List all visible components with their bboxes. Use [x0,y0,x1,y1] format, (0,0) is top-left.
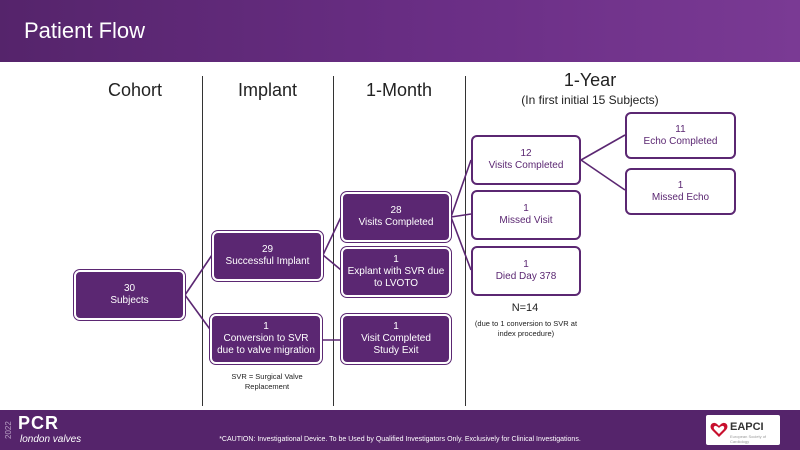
column-header-cohort: Cohort [107,80,163,100]
connector-1y-to-echo [580,134,626,161]
box-successful-implant: 29 Successful Implant [212,231,323,281]
column-header-1-month: 1-Month [365,80,433,100]
box-count: 30 [123,283,136,294]
footer-bar: 2022 PCR london valves *CAUTION: Investi… [0,410,800,450]
column-header-implant: Implant [237,80,298,100]
box-label: Visit Completed Study Exit [361,333,431,356]
box-visits-completed-1-year: 12 Visits Completed [471,135,581,185]
connector-1y-to-missed-echo [580,159,626,191]
box-died-day-378: 1 Died Day 378 [471,246,581,296]
box-count: 1 [523,203,529,214]
box-label: Subjects [110,295,149,306]
column-divider [202,76,203,406]
column-divider [333,76,334,406]
pcr-logo-subtitle: london valves [20,434,82,445]
n-count-explanation: (due to 1 conversion to SVR at index pro… [474,319,578,338]
column-header-1-year: 1-Year [563,70,617,90]
box-missed-visit: 1 Missed Visit [471,190,581,240]
box-count: 1 [263,321,269,332]
pcr-logo: PCR [18,413,60,433]
box-count: 1 [677,179,684,191]
connector-subjects-to-implant [184,254,213,296]
connector-subjects-to-conversion [184,294,213,333]
column-subheader-1-year: (In first initial 15 Subjects) [521,93,659,107]
box-count: 1 [393,321,399,332]
connector-visits-to-missed [450,213,472,218]
eapci-logo-subtitle: European Society of Cardiology [730,434,767,444]
box-visits-completed-1-month: 28 Visits Completed [341,192,451,242]
box-label: Visits Completed [488,160,564,171]
box-visit-completed-study-exit: 1 Visit Completed Study Exit [341,314,451,364]
box-label: Echo Completed [643,135,718,147]
box-label: Visits Completed [358,217,434,228]
connector-visits-to-died [450,216,472,271]
column-divider [465,76,466,406]
page-title: Patient Flow [24,18,146,43]
box-echo-completed: 11 Echo Completed [625,112,736,159]
box-count: 29 [261,244,274,255]
box-count: 1 [523,259,529,270]
box-conversion-to-svr: 1 Conversion to SVR due to valve migrati… [210,314,322,364]
box-label: Missed Visit [499,215,553,226]
connector-visits-to-1y-visits [450,159,472,218]
box-count: 1 [393,254,399,265]
box-label: Died Day 378 [495,271,557,282]
heart-icon [710,422,728,437]
box-label: Conversion to SVR due to valve migration [217,333,315,356]
box-missed-echo: 1 Missed Echo [625,168,736,215]
box-count: 12 [520,148,532,159]
connector-implant-to-explant [322,254,342,271]
header-bar: Patient Flow [0,0,800,62]
box-count: 11 [675,123,686,135]
box-label: Explant with SVR due to LVOTO [347,266,445,289]
eapci-logo: EAPCI European Society of Cardiology [706,415,780,445]
box-explant-with-svr: 1 Explant with SVR due to LVOTO [341,247,451,297]
box-subjects: 30 Subjects [74,270,185,320]
caution-text: *CAUTION: Investigational Device. To be … [219,436,581,443]
svr-definition-note: SVR = Surgical Valve Replacement [231,372,303,391]
box-label: Successful Implant [225,256,310,267]
n-count-note: N=14 [511,302,539,314]
eapci-logo-text: EAPCI [730,421,764,433]
connector-implant-to-visits [322,216,342,256]
box-count: 28 [390,205,402,216]
box-label: Missed Echo [651,191,710,203]
